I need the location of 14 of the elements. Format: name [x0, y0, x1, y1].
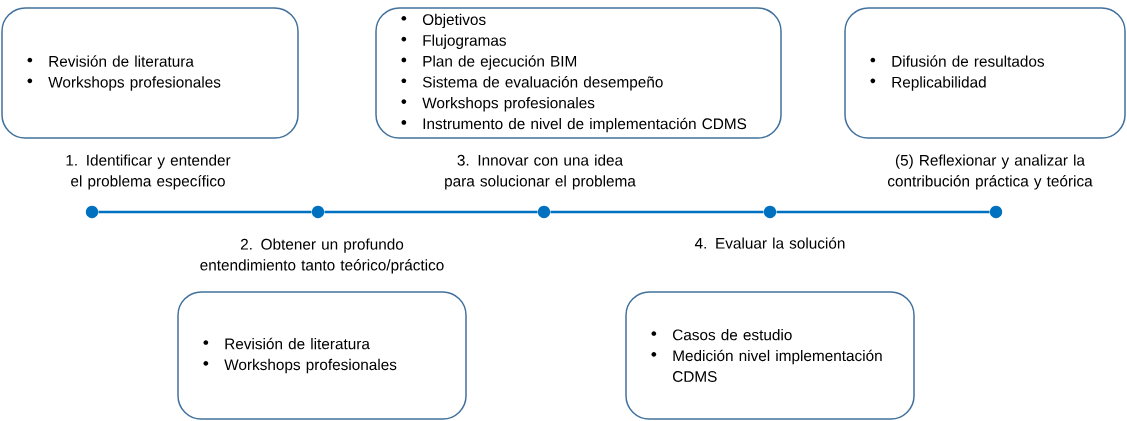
timeline-line	[776, 210, 990, 214]
timeline-line	[98, 210, 312, 214]
stage-label: 4. Evaluar la solución	[694, 237, 845, 249]
stage-label: 1. Identificar y entender el problema específico	[66, 154, 231, 190]
bullet-box: Revisión de literatura Workshops profesionales	[177, 291, 467, 420]
bullet-box: Difusión de resultados Replicabilidad	[844, 7, 1126, 139]
stage-label: (5) Reflexionar y analizar la contribución práctica y teórica	[887, 154, 1093, 190]
bullet-box: Casos de estudio Medición nivel implementación CDMS	[625, 291, 915, 420]
stage-label: 3. Innovar con una idea para solucionar el problema	[445, 154, 636, 190]
bullet-box: Objetivos Flujogramas Plan de ejecución BIM Sistema de evaluación desempeño Workshops profesionales Instrumento de nivel de implementación CDMS	[375, 7, 782, 139]
stage-label: 2. Obtener un profundo entendimiento tanto teórico/práctico	[200, 238, 444, 274]
timeline-line	[550, 210, 764, 214]
bullet-box: Revisión de literatura Workshops profesionales	[1, 7, 299, 139]
timeline-line	[324, 210, 538, 214]
